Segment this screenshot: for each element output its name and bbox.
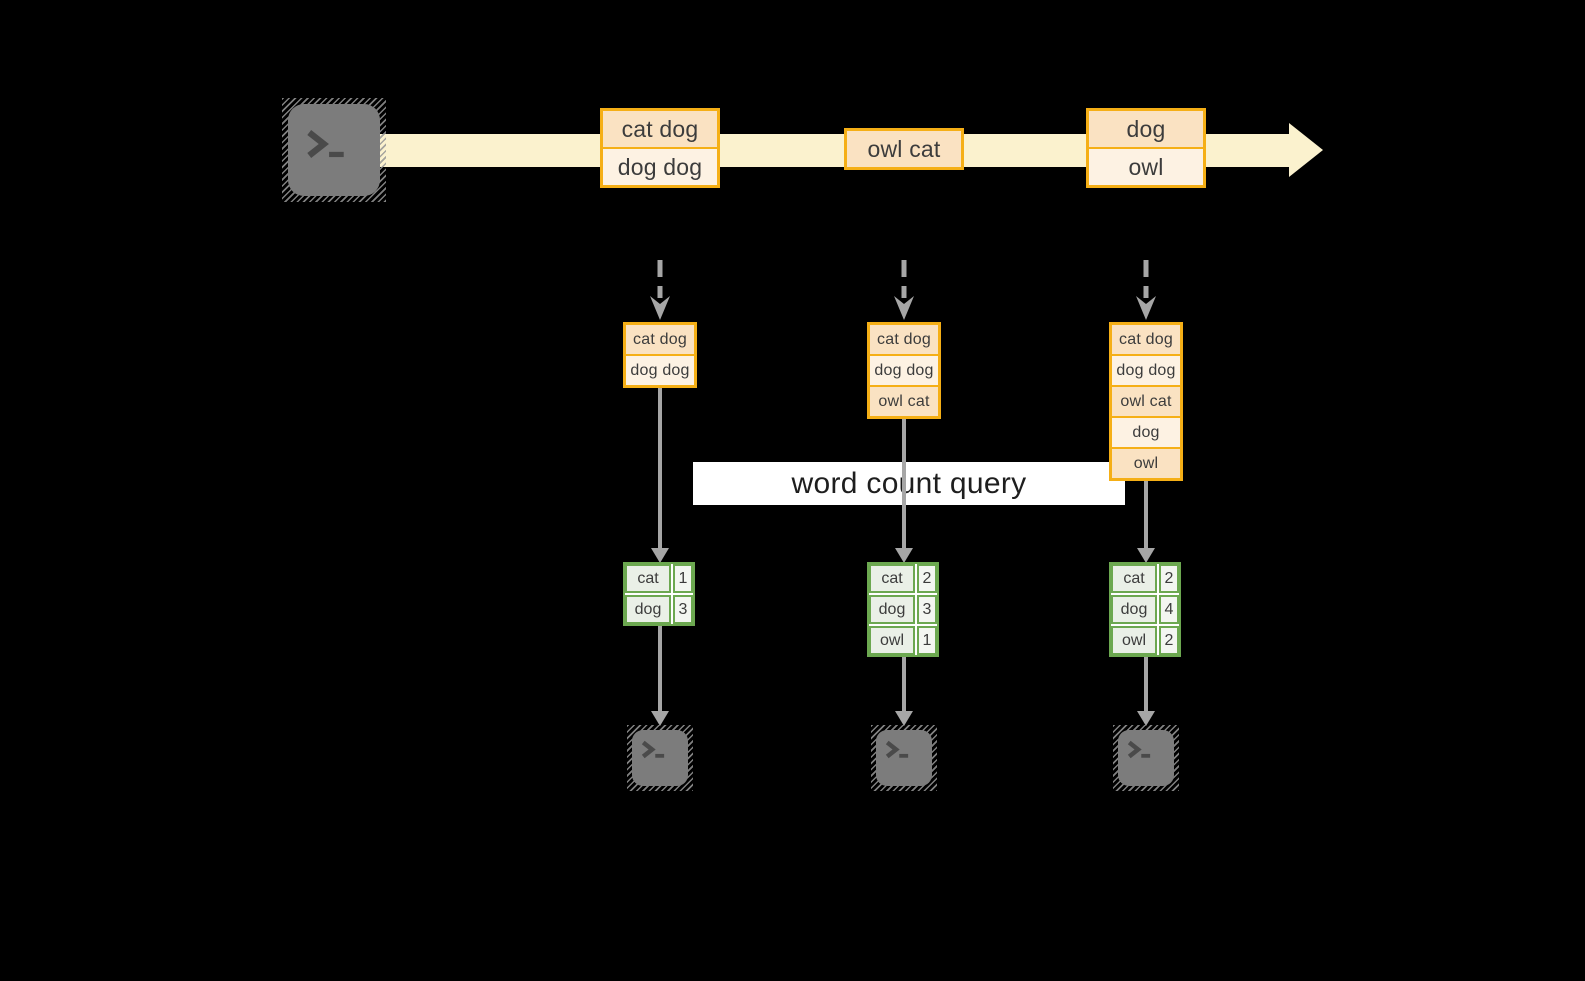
stream-batch: cat dog dog dog xyxy=(600,108,720,188)
word-cell: dog xyxy=(625,595,671,624)
ingest-arrow-icon xyxy=(1136,260,1156,320)
terminal-screen xyxy=(1118,730,1174,786)
word-cell: cat xyxy=(869,564,915,593)
terminal-screen xyxy=(632,730,688,786)
record-cell: cat dog xyxy=(870,325,938,354)
flow-arrowhead-icon xyxy=(1137,548,1155,563)
record-cell: cat dog xyxy=(626,325,694,354)
terminal-screen xyxy=(876,730,932,786)
record-cell: owl xyxy=(1112,447,1180,478)
flow-arrowhead-icon xyxy=(895,548,913,563)
accumulated-records: cat dog dog dog owl cat dog owl xyxy=(1109,322,1183,481)
word-cell: owl xyxy=(869,626,915,655)
record-cell: owl cat xyxy=(1112,385,1180,416)
flow-arrow-line xyxy=(1144,481,1148,548)
record-cell: dog dog xyxy=(1112,354,1180,385)
prompt-icon xyxy=(641,740,665,759)
stream-record: owl cat xyxy=(847,131,961,167)
count-cell: 2 xyxy=(1159,626,1179,655)
count-cell: 2 xyxy=(917,564,937,593)
word-cell: cat xyxy=(625,564,671,593)
prompt-icon xyxy=(885,740,909,759)
ingest-arrow-icon xyxy=(650,260,670,320)
flow-arrow-line xyxy=(902,419,906,548)
terminal-output-icon xyxy=(1113,725,1179,791)
terminal-source-icon xyxy=(282,98,386,202)
stream-record: dog dog xyxy=(603,147,717,185)
word-count-table: cat 2 dog 3 owl 1 xyxy=(867,562,939,657)
count-cell: 3 xyxy=(673,595,693,624)
flow-arrow-line xyxy=(658,388,662,548)
word-cell: cat xyxy=(1111,564,1157,593)
word-cell: dog xyxy=(1111,595,1157,624)
terminal-screen xyxy=(288,104,380,196)
record-cell: dog xyxy=(1112,416,1180,447)
prompt-icon xyxy=(307,130,344,158)
word-count-table: cat 1 dog 3 xyxy=(623,562,695,626)
count-cell: 3 xyxy=(917,595,937,624)
accumulated-records: cat dog dog dog xyxy=(623,322,697,388)
stream-batch: dog owl xyxy=(1086,108,1206,188)
flow-arrowhead-icon xyxy=(651,711,669,726)
word-cell: owl xyxy=(1111,626,1157,655)
ingest-arrow-icon xyxy=(894,260,914,320)
record-cell: dog dog xyxy=(870,354,938,385)
stream-record: owl xyxy=(1089,147,1203,185)
flow-arrow-line xyxy=(658,626,662,711)
count-cell: 2 xyxy=(1159,564,1179,593)
flow-arrowhead-icon xyxy=(895,711,913,726)
count-cell: 4 xyxy=(1159,595,1179,624)
count-cell: 1 xyxy=(917,626,937,655)
accumulated-records: cat dog dog dog owl cat xyxy=(867,322,941,419)
terminal-output-icon xyxy=(627,725,693,791)
record-cell: dog dog xyxy=(626,354,694,385)
flow-arrowhead-icon xyxy=(651,548,669,563)
record-cell: owl cat xyxy=(870,385,938,416)
stream-batch: owl cat xyxy=(844,128,964,170)
flow-arrow-line xyxy=(902,657,906,711)
stream-record: cat dog xyxy=(603,111,717,147)
terminal-output-icon xyxy=(871,725,937,791)
count-cell: 1 xyxy=(673,564,693,593)
flow-arrowhead-icon xyxy=(1137,711,1155,726)
word-cell: dog xyxy=(869,595,915,624)
stream-arrowhead-icon xyxy=(1289,123,1323,177)
stream-record: dog xyxy=(1089,111,1203,147)
query-label: word count query xyxy=(693,462,1125,505)
flow-arrow-line xyxy=(1144,657,1148,711)
word-count-table: cat 2 dog 4 owl 2 xyxy=(1109,562,1181,657)
record-cell: cat dog xyxy=(1112,325,1180,354)
prompt-icon xyxy=(1127,740,1151,759)
